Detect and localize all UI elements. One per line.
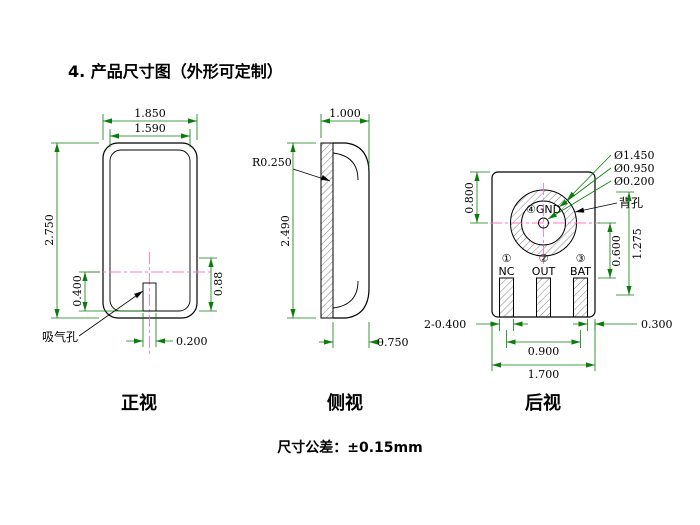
rear-centerlines bbox=[490, 183, 600, 266]
side-dome-inner-top bbox=[332, 152, 359, 181]
dim-front-outer-width-text: 1.850 bbox=[134, 107, 166, 120]
front-view-label: 正视 bbox=[121, 392, 157, 414]
dim-rear-pad-width: 2-0.400 bbox=[424, 318, 528, 331]
dim-rear-center-to-pad-text: 0.600 bbox=[610, 235, 623, 267]
back-hole-small-circle bbox=[538, 217, 549, 229]
dim-rear-pad-edge-gap: 0.300 bbox=[573, 318, 673, 331]
front-view: 1.850 1.590 2.750 0.400 bbox=[42, 107, 225, 414]
dim-rear-width-text: 1.700 bbox=[528, 368, 560, 381]
dia-small-text: Ø0.200 bbox=[614, 175, 655, 188]
front-outer-body bbox=[102, 142, 198, 319]
suction-hole bbox=[142, 282, 157, 312]
pin2-num: ② bbox=[539, 252, 549, 265]
dim-front-outer-width: 1.850 bbox=[102, 107, 198, 140]
dim-front-height: 2.750 bbox=[43, 142, 99, 319]
dim-rear-top-to-center: 0.800 bbox=[463, 171, 490, 224]
dim-rear-top-to-center-text: 0.800 bbox=[463, 182, 476, 214]
dim-rear-pad-edge-gap-text: 0.300 bbox=[641, 318, 673, 331]
suction-hole-callout: 吸气孔 bbox=[42, 288, 145, 344]
dim-side-dome-depth-text: 0.750 bbox=[377, 336, 409, 349]
dim-rear-width: 1.700 bbox=[491, 322, 596, 381]
side-view: 1.000 R0.250 2.490 0.750 侧视 bbox=[252, 107, 409, 414]
pad-nc bbox=[499, 277, 514, 318]
dim-side-depth: 1.000 bbox=[320, 107, 370, 168]
dim-front-height-text: 2.750 bbox=[43, 214, 56, 246]
dim-front-hole-height: 0.88 bbox=[199, 257, 225, 312]
back-hole-label: 背孔 bbox=[619, 196, 643, 210]
dim-front-hole-offset-text: 0.400 bbox=[71, 275, 84, 307]
dim-side-height: 2.490 bbox=[279, 142, 316, 319]
dim-rear-side-height: 1.275 bbox=[616, 191, 644, 296]
dim-front-hole-width: 0.200 bbox=[126, 313, 208, 348]
back-hole-callout: 背孔 bbox=[574, 196, 643, 215]
pin3-num: ③ bbox=[576, 252, 586, 265]
dim-front-inner-width: 1.590 bbox=[109, 122, 191, 147]
dim-rear-side-height-text: 1.275 bbox=[631, 228, 644, 260]
dim-rear-pad-pitch-text: 0.900 bbox=[528, 345, 560, 358]
front-inner-body bbox=[109, 149, 191, 312]
gnd-label: ④GND bbox=[526, 203, 561, 216]
pad-bat bbox=[573, 277, 588, 318]
dim-front-inner-width-text: 1.590 bbox=[134, 122, 166, 135]
front-centerlines bbox=[88, 252, 213, 356]
side-dome-outline bbox=[333, 142, 370, 319]
page-title: 4. 产品尺寸图（外形可定制） bbox=[68, 62, 283, 81]
dim-side-height-text: 2.490 bbox=[279, 215, 292, 247]
radius-callout-text: R0.250 bbox=[252, 156, 292, 169]
pin-labels: ① ② ③ NC OUT BAT bbox=[499, 252, 592, 278]
rear-view-label: 后视 bbox=[525, 392, 561, 414]
pin1-name: NC bbox=[499, 265, 515, 278]
dia-mid-text: Ø0.950 bbox=[614, 162, 655, 175]
pin2-name: OUT bbox=[532, 265, 556, 278]
dim-rear-center-to-pad: 0.600 bbox=[598, 222, 623, 279]
side-dome-inner-bottom bbox=[332, 280, 359, 309]
dim-rear-pad-pitch: 0.900 bbox=[506, 330, 581, 358]
side-view-label: 侧视 bbox=[327, 392, 363, 414]
dim-front-hole-height-text: 0.88 bbox=[212, 272, 225, 297]
tolerance-note: 尺寸公差：±0.15mm bbox=[277, 439, 422, 456]
pin3-name: BAT bbox=[570, 265, 591, 278]
pad-out bbox=[536, 277, 551, 318]
side-plate-section bbox=[320, 142, 334, 319]
suction-hole-label: 吸气孔 bbox=[42, 329, 78, 344]
dia-outer-text: Ø1.450 bbox=[614, 149, 655, 162]
dim-front-hole-offset: 0.400 bbox=[71, 271, 143, 312]
diameter-callouts: Ø1.450 Ø0.950 Ø0.200 bbox=[546, 149, 655, 222]
rear-view: ④GND ① ② ③ NC OUT BAT Ø1.450 Ø0.950 Ø0.2… bbox=[424, 149, 673, 414]
radius-callout: R0.250 bbox=[252, 156, 332, 184]
pin1-num: ① bbox=[502, 252, 512, 265]
dim-side-depth-text: 1.000 bbox=[329, 107, 361, 120]
front-outline bbox=[102, 142, 198, 319]
dim-side-dome-depth: 0.750 bbox=[319, 322, 409, 349]
dim-front-hole-width-text: 0.200 bbox=[176, 335, 208, 348]
solder-pads bbox=[499, 277, 588, 318]
dim-rear-pad-width-text: 2-0.400 bbox=[424, 318, 466, 331]
